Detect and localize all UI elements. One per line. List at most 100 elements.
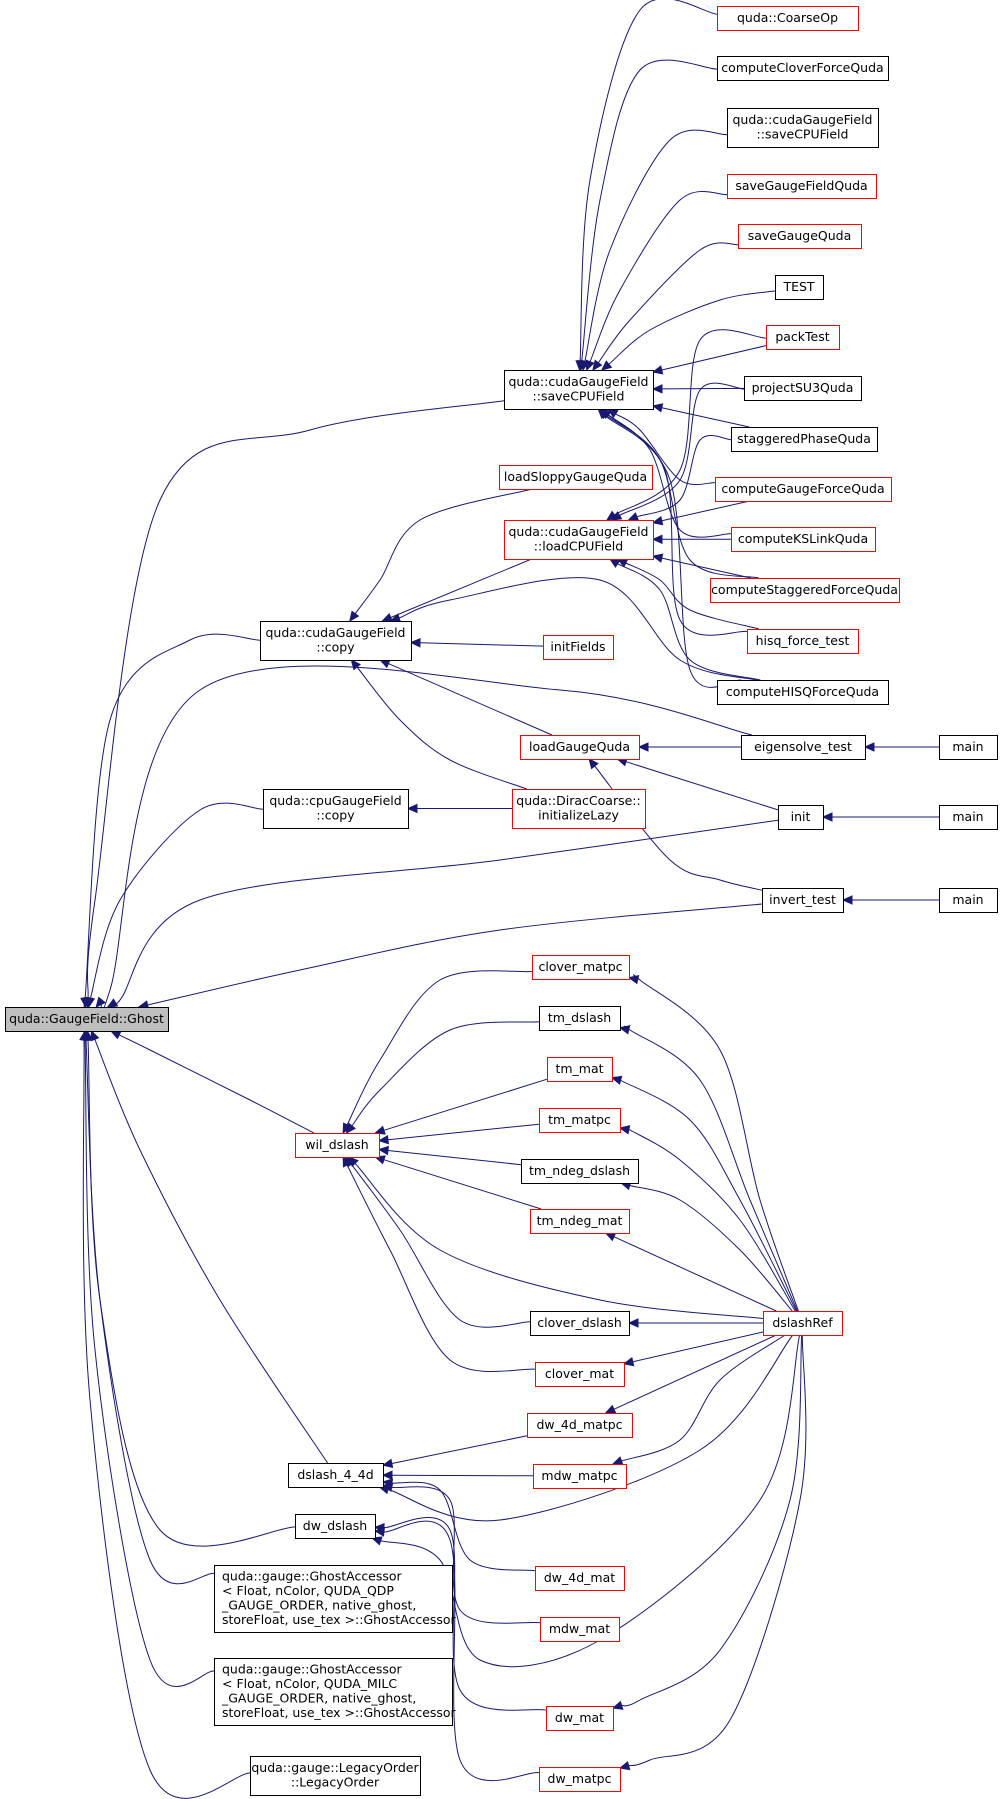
node-label: quda::CoarseOp [737,10,838,25]
graph-node-hisqforcetest[interactable]: hisq_force_test [747,629,859,654]
graph-node-dslash44d[interactable]: dslash_4_4d [288,1463,384,1488]
edge-loadgauge-to-cudacopy [379,659,553,736]
graph-node-ghostacc2[interactable]: quda::gauge::GhostAccessor< Float, nColo… [214,1658,457,1726]
graph-node-tmmat[interactable]: tm_mat [547,1057,613,1082]
node-label: dw_dslash [303,1518,367,1533]
graph-node-inverttest[interactable]: invert_test [762,888,844,913]
edge-computehisq-to-cudasavecpu [597,408,742,688]
graph-node-clovermat[interactable]: clover_mat [535,1362,625,1387]
graph-node-main3[interactable]: main [939,888,998,913]
graph-node-computekslink[interactable]: computeKSLinkQuda [731,527,876,552]
node-label: tm_matpc [548,1112,611,1127]
edge-dslashref-to-dw4dmatpc [604,1334,777,1414]
graph-node-dw4dmat[interactable]: dw_4d_mat [535,1566,625,1591]
edge-cudacopy-to-ghost [80,633,261,1021]
edge-packtest-to-cudasavecpu [651,345,767,375]
node-box [530,1209,630,1234]
graph-node-legacyorder[interactable]: quda::gauge::LegacyOrder::LegacyOrder [250,1756,421,1796]
graph-node-dw4dmatpc[interactable]: dw_4d_matpc [527,1413,633,1438]
node-label: _GAUGE_ORDER, native_ghost, [221,1598,416,1613]
node-label: ::LegacyOrder [291,1775,380,1790]
graph-node-clovermatpc[interactable]: clover_matpc [532,955,630,980]
graph-node-main1[interactable]: main [939,735,998,760]
graph-node-ghost[interactable]: quda::GaugeField::Ghost [5,1007,169,1032]
graph-node-computestaggered[interactable]: computeStaggeredForceQuda [710,578,900,603]
node-label: dslashRef [772,1315,833,1330]
graph-node-computehisq[interactable]: computeHISQForceQuda [717,680,889,705]
graph-node-tmmatpc[interactable]: tm_matpc [539,1108,621,1133]
graph-node-mdwmatpc[interactable]: mdw_matpc [533,1464,627,1489]
edge-clovermatpc-to-wildslash [342,970,533,1135]
edge-clovermat-to-wildslash [342,1155,536,1372]
node-box [533,1464,627,1489]
node-box [717,56,889,81]
node-box [504,520,654,560]
edge-main1-to-eigensolve [863,742,939,752]
node-label: ::copy [316,808,355,823]
node-box [260,621,412,661]
graph-node-tmdslash[interactable]: tm_dslash [539,1006,621,1031]
node-label: tm_ndeg_dslash [529,1163,630,1178]
graph-node-dwdslash[interactable]: dw_dslash [295,1514,376,1539]
graph-node-eigensolve[interactable]: eigensolve_test [741,735,866,760]
graph-node-tmndegmat[interactable]: tm_ndeg_mat [530,1209,630,1234]
edge-main3-to-inverttest [841,895,939,905]
node-box [535,1566,625,1591]
graph-node-diraccoarse[interactable]: quda::DiracCoarse::initializeLazy [512,789,646,829]
node-label: tm_mat [555,1061,603,1076]
graph-node-computegaugeforce[interactable]: computeGaugeForceQuda [715,477,892,502]
graph-node-savegaugefield[interactable]: saveGaugeFieldQuda [727,174,877,199]
node-box [939,888,998,913]
graph-node-projectsu3[interactable]: projectSU3Quda [744,376,862,401]
graph-node-cudaloadcpu[interactable]: quda::cudaGaugeField::loadCPUField [504,520,654,560]
graph-node-cudasavecpu[interactable]: quda::cudaGaugeField::saveCPUField [504,370,654,410]
node-label: clover_dslash [537,1315,622,1330]
node-box [263,789,409,829]
graph-node-ghostacc1[interactable]: quda::gauge::GhostAccessor< Float, nColo… [214,1565,457,1633]
node-box [539,1006,621,1031]
graph-node-staggeredphase[interactable]: staggeredPhaseQuda [731,427,878,452]
node-label: invert_test [769,892,836,907]
graph-node-packtest[interactable]: packTest [766,325,840,350]
node-label: TEST [782,279,814,294]
graph-node-coarseop[interactable]: quda::CoarseOp [717,6,859,31]
node-box [250,1756,421,1796]
edge-cudaloadcpu-to-cudacopy [381,558,532,622]
graph-node-cloverdslash[interactable]: clover_dslash [530,1311,630,1336]
edge-legacyorder-to-ghost [79,1012,251,1799]
node-label: wil_dslash [305,1137,368,1152]
node-box [520,735,640,760]
node-box [939,735,998,760]
node-label: quda::cudaGaugeField [508,374,648,389]
graph-node-main2[interactable]: main [939,805,998,830]
graph-node-dslashref[interactable]: dslashRef [763,1311,843,1336]
node-label: saveGaugeQuda [748,228,852,243]
node-box [747,629,859,654]
edge-computehisq-to-cudaloadcpu [608,558,761,681]
graph-node-mdwmat[interactable]: mdw_mat [540,1617,620,1642]
graph-node-loadgauge[interactable]: loadGaugeQuda [520,735,640,760]
graph-node-cpucopy[interactable]: quda::cpuGaugeField::copy [263,789,409,829]
graph-node-tmndegdslash[interactable]: tm_ndeg_dslash [521,1159,639,1184]
node-label: quda::cudaGaugeField [265,625,405,640]
edge-staggeredphase-to-cudaloadcpu [627,435,732,522]
graph-node-initfields[interactable]: initFields [543,635,614,660]
node-label: quda::cudaGaugeField [508,524,648,539]
node-box [543,635,614,660]
node-label: quda::GaugeField::Ghost [9,1011,164,1026]
node-label: dw_mat [555,1710,604,1725]
graph-node-computeclover[interactable]: computeCloverForceQuda [717,56,889,81]
graph-node-cudasavecpu_a[interactable]: quda::cudaGaugeField::saveCPUField [727,108,879,148]
graph-node-dwmat[interactable]: dw_mat [546,1706,614,1731]
graph-node-dwmatpc[interactable]: dw_matpc [539,1767,621,1792]
graph-node-savegauge[interactable]: saveGaugeQuda [738,224,862,249]
graph-node-loadsloppy[interactable]: loadSloppyGaugeQuda [499,465,653,490]
node-label: hisq_force_test [756,633,850,648]
graph-node-init[interactable]: init [778,805,824,830]
graph-node-wildslash[interactable]: wil_dslash [295,1133,380,1158]
node-label: < Float, nColor, QUDA_QDP [222,1583,394,1598]
graph-node-cudacopy[interactable]: quda::cudaGaugeField::copy [260,621,412,661]
edge-dwdslash-to-ghost [83,1020,296,1547]
graph-node-test[interactable]: TEST [775,275,824,300]
